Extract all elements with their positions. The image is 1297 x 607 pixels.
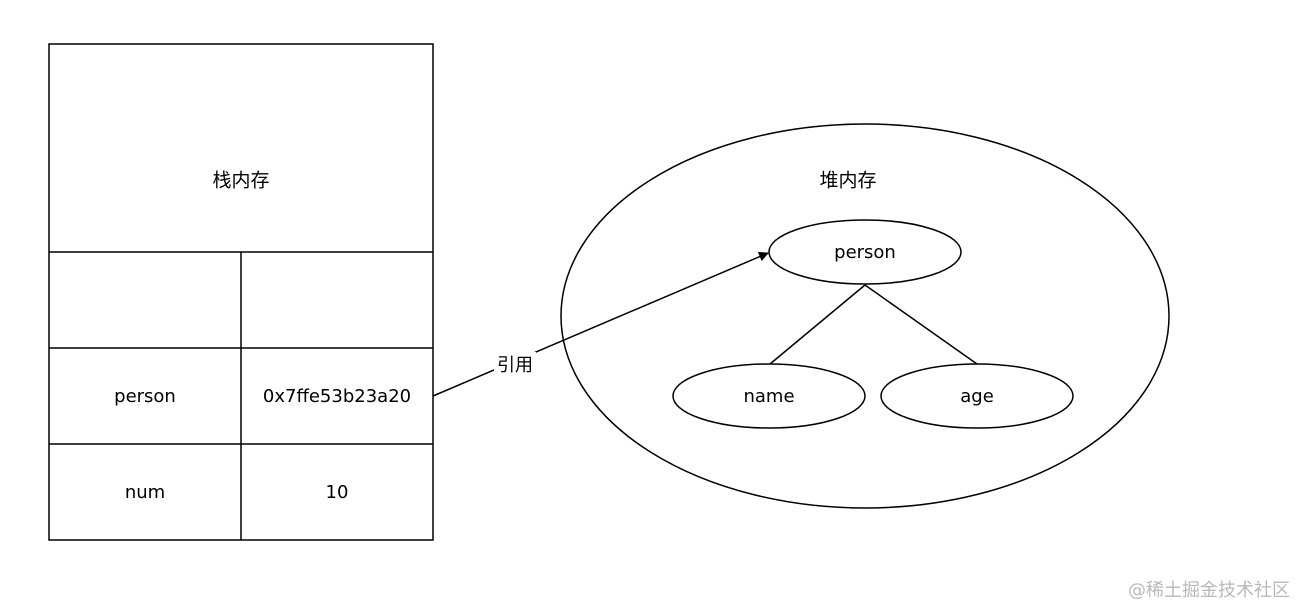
stack-row-3-value: 10	[326, 482, 349, 503]
heap-node-age	[880, 363, 1074, 429]
heap-memory-title: 堆内存	[819, 170, 876, 192]
tree-edge-person-name	[769, 284, 866, 365]
tree-edge-person-age	[864, 284, 978, 365]
heap-node-person-label: person	[834, 242, 896, 263]
stack-row-2-value: 0x7ffe53b23a20	[263, 386, 411, 407]
reference-label-background	[494, 352, 536, 378]
heap-node-name-label: name	[743, 386, 794, 407]
stack-row-3-name: num	[125, 482, 165, 503]
heap-node-name	[672, 363, 866, 429]
stack-row-2-name: person	[114, 386, 176, 407]
reference-connector: 引用	[432, 251, 769, 397]
reference-label: 引用	[497, 355, 533, 376]
reference-arrow	[432, 251, 769, 397]
stack-memory-title: 栈内存	[212, 170, 269, 192]
heap-memory: 堆内存 person name age	[560, 123, 1170, 509]
stack-memory: 栈内存 person 0x7ffe53b23a20 num 10	[48, 43, 434, 541]
heap-node-age-label: age	[960, 386, 994, 407]
heap-node-person	[768, 219, 962, 285]
watermark: @稀土掘金技术社区	[1128, 580, 1290, 601]
